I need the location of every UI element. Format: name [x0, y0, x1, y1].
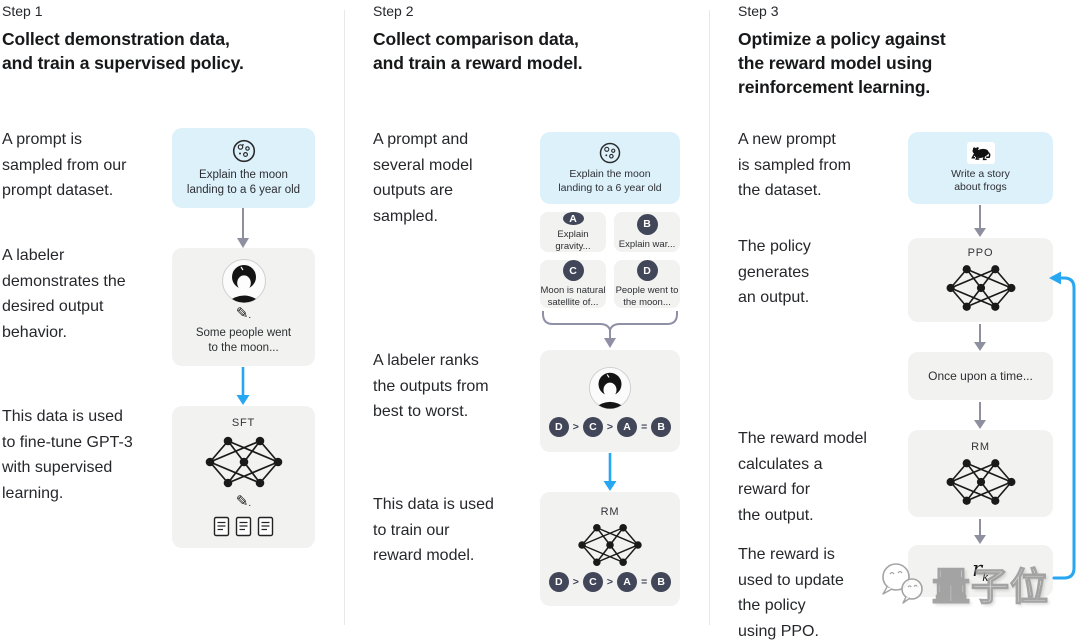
- step3-rm-box: RM: [908, 430, 1053, 517]
- step1-heading: Collect demonstration data, and train a …: [2, 29, 244, 73]
- neural-network-icon: [946, 458, 1015, 505]
- output-b-text: Explain war...: [618, 238, 676, 250]
- down-arrow-icon: [974, 324, 986, 351]
- output-b-box: B Explain war...: [614, 212, 680, 252]
- rank-badge: A: [617, 572, 638, 592]
- column-divider: [709, 10, 710, 625]
- feedback-loop-arrow-icon: [1049, 271, 1076, 580]
- sft-label: SFT: [231, 417, 256, 429]
- step2-text-sampled: A prompt and several model outputs are s…: [373, 131, 473, 225]
- output-d-box: D People went to the moon...: [614, 260, 680, 308]
- rank-separator: =: [641, 420, 648, 433]
- moon-icon: [599, 142, 621, 164]
- step2-labeler-rank-box: D > C > A = B: [540, 350, 680, 452]
- down-arrow-blue-icon: [603, 453, 617, 491]
- step2-heading: Collect comparison data, and train a rew…: [373, 29, 583, 73]
- output-a-text: Explain gravity...: [555, 229, 591, 252]
- output-c-badge: C: [562, 260, 584, 281]
- rank-badge: C: [582, 416, 603, 437]
- rank-separator: >: [606, 576, 614, 588]
- labeler-avatar-icon: [221, 259, 266, 303]
- merge-arrow-icon: [542, 311, 678, 348]
- step1-prompt-text: Explain the moon landing to a 6 year old: [186, 169, 301, 196]
- step3-heading: Optimize a policy against the reward mod…: [738, 29, 946, 97]
- step3-ppo-box: PPO: [908, 238, 1053, 322]
- step3-prompt-text: Write a story about frogs: [951, 167, 1010, 194]
- step2-prompt-box: Explain the moon landing to a 6 year old: [540, 132, 680, 204]
- neural-network-icon: [205, 436, 282, 488]
- neural-network-icon: [946, 265, 1015, 311]
- step3-text-reward-updates: The reward is used to update the policy …: [738, 546, 844, 640]
- step2-label: Step 2: [373, 3, 414, 19]
- output-c-text: Moon is natural satellite of...: [540, 285, 606, 308]
- down-arrow-blue-icon: [236, 367, 250, 405]
- rank-badge: C: [582, 572, 603, 592]
- step1-sft-box: SFT ✎.: [172, 406, 315, 548]
- step3-reward-box: rk: [908, 545, 1053, 597]
- rm-label: RM: [971, 440, 990, 453]
- rank-separator: >: [572, 576, 579, 588]
- ranking-row: D > C > A = B: [548, 416, 672, 437]
- moon-icon: [232, 139, 255, 163]
- labeler-avatar-icon: [588, 366, 632, 409]
- output-a-box: A Explain gravity...: [540, 212, 606, 252]
- pencil-icon: ✎.: [235, 305, 252, 322]
- output-a-badge: A: [562, 212, 584, 225]
- down-arrow-icon: [974, 402, 986, 429]
- pencil-icon: ✎.: [235, 493, 252, 510]
- frog-icon: [966, 141, 995, 164]
- step2-prompt-text: Explain the moon landing to a 6 year old: [558, 168, 662, 194]
- step3-output-text: Once upon a time...: [928, 368, 1033, 383]
- output-d-text: People went to the moon...: [615, 285, 679, 308]
- down-arrow-icon: [974, 205, 986, 237]
- ranking-row: D > C > A = B: [548, 572, 672, 592]
- rank-badge: B: [651, 416, 672, 437]
- step1-text-labeler-demonstrates: A labeler demonstrates the desired outpu…: [2, 247, 126, 341]
- rank-badge: B: [651, 572, 672, 592]
- rank-separator: >: [572, 420, 579, 433]
- output-b-badge: B: [636, 213, 658, 235]
- documents-icon: [213, 516, 274, 537]
- down-arrow-icon: [237, 208, 249, 248]
- step3-label: Step 3: [738, 3, 779, 19]
- rank-badge: D: [548, 416, 569, 437]
- step3-text-rm-calculates: The reward model calculates a reward for…: [738, 430, 867, 524]
- step2-text-train-rm: This data is used to train our reward mo…: [373, 496, 494, 564]
- down-arrow-icon: [974, 519, 986, 544]
- rm-label: RM: [600, 506, 620, 518]
- ppo-label: PPO: [967, 247, 994, 259]
- step1-labeler-text: Some people went to the moon...: [195, 327, 292, 354]
- column-divider: [344, 10, 345, 625]
- step1-text-finetune: This data is used to fine-tune GPT-3 wit…: [2, 408, 133, 502]
- step1-text-prompt-sampled: A prompt is sampled from our prompt data…: [2, 131, 127, 199]
- step3-prompt-box: Write a story about frogs: [908, 132, 1053, 204]
- step1-labeler-box: ✎. Some people went to the moon...: [172, 248, 315, 366]
- output-c-box: C Moon is natural satellite of...: [540, 260, 606, 308]
- rank-separator: =: [641, 576, 648, 588]
- reward-value: rk: [972, 557, 989, 585]
- rank-badge: A: [617, 416, 638, 437]
- rank-badge: D: [548, 572, 569, 592]
- step1-prompt-box: Explain the moon landing to a 6 year old: [172, 128, 315, 208]
- step2-text-ranks: A labeler ranks the outputs from best to…: [373, 352, 489, 420]
- step3-text-new-prompt: A new prompt is sampled from the dataset…: [738, 131, 851, 199]
- step1-label: Step 1: [2, 3, 43, 19]
- step3-output-box: Once upon a time...: [908, 352, 1053, 400]
- step3-text-policy-generates: The policy generates an output.: [738, 238, 811, 306]
- output-d-badge: D: [636, 260, 658, 281]
- step2-rm-box: RM D > C > A = B: [540, 492, 680, 606]
- neural-network-icon: [578, 523, 642, 567]
- rank-separator: >: [606, 420, 614, 433]
